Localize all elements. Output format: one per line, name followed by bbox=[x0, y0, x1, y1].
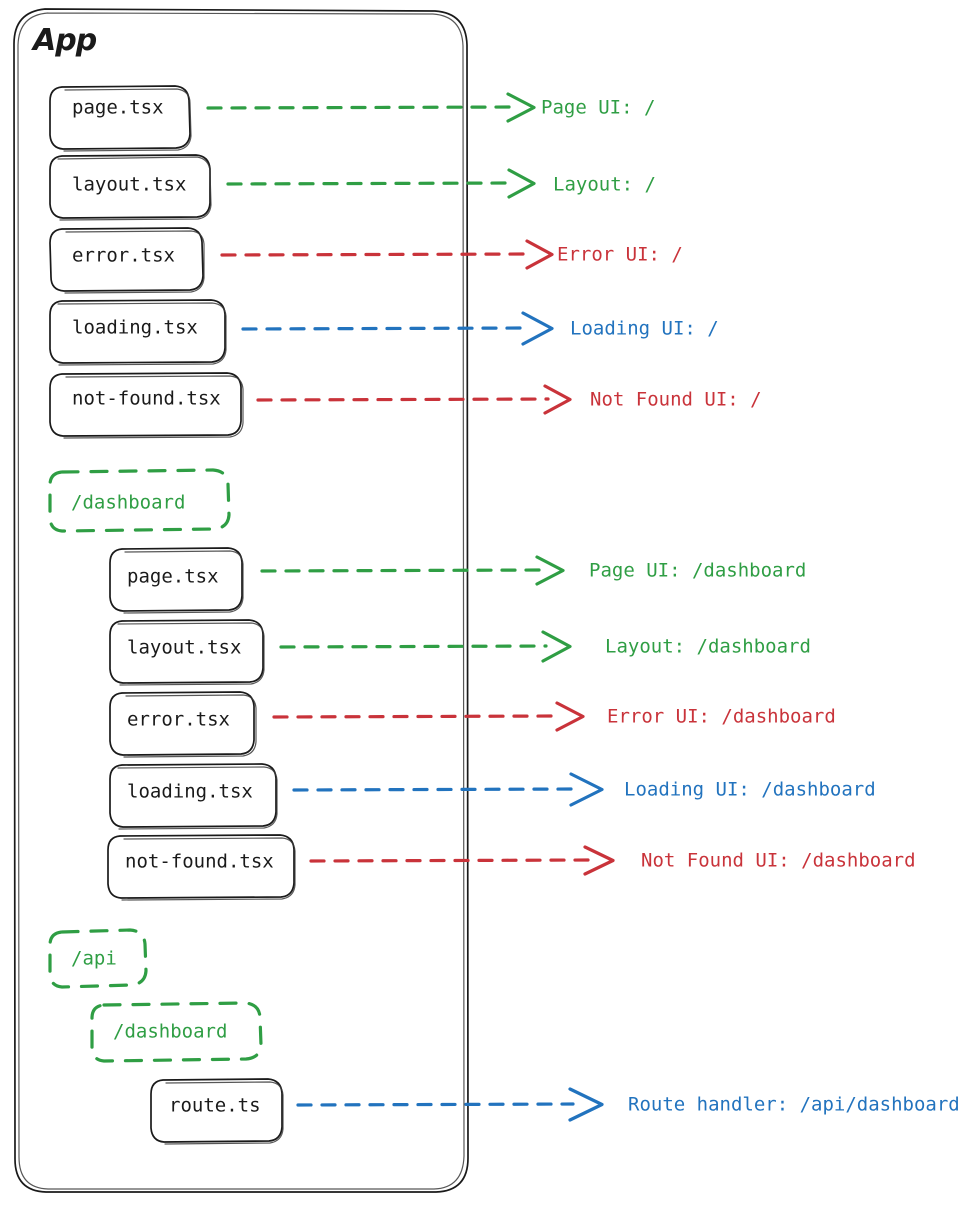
file-label-page-root: page.tsx bbox=[72, 96, 164, 119]
file-label-layout-root: layout.tsx bbox=[72, 173, 187, 196]
arrow-error-root bbox=[220, 239, 554, 270]
file-label-page-dashboard: page.tsx bbox=[127, 565, 219, 588]
file-label-route-ts: route.ts bbox=[169, 1094, 261, 1117]
file-label-error-dashboard: error.tsx bbox=[127, 708, 230, 731]
arrow-layout-root bbox=[226, 168, 536, 199]
edge-label-page-dashboard: Page UI: /dashboard bbox=[589, 559, 807, 582]
file-label-layout-dashboard: layout.tsx bbox=[127, 636, 242, 659]
arrow-not-found-dashboard bbox=[309, 845, 615, 876]
edge-label-loading-root: Loading UI: / bbox=[570, 317, 719, 340]
group-label-api: /api bbox=[71, 947, 117, 970]
arrow-route-handler bbox=[296, 1087, 604, 1122]
arrow-error-dashboard bbox=[272, 701, 585, 732]
group-label-api-dashboard: /dashboard bbox=[113, 1020, 228, 1043]
group-label-dashboard: /dashboard bbox=[71, 491, 186, 514]
edge-label-layout-dashboard: Layout: /dashboard bbox=[605, 635, 811, 658]
edge-label-not-found-root: Not Found UI: / bbox=[590, 388, 762, 411]
arrow-not-found-root bbox=[256, 384, 572, 415]
file-label-error-root: error.tsx bbox=[72, 244, 175, 267]
file-label-loading-root: loading.tsx bbox=[72, 316, 198, 339]
arrow-loading-dashboard bbox=[292, 772, 604, 807]
edge-label-error-dashboard: Error UI: /dashboard bbox=[607, 705, 836, 728]
app-container-title: App bbox=[33, 23, 97, 58]
file-label-loading-dashboard: loading.tsx bbox=[127, 780, 253, 803]
file-label-not-found-dashboard: not-found.tsx bbox=[125, 850, 274, 873]
edge-label-page-root: Page UI: / bbox=[541, 96, 656, 119]
file-label-not-found-root: not-found.tsx bbox=[72, 387, 221, 410]
edge-label-layout-root: Layout: / bbox=[553, 173, 656, 196]
arrow-layout-dashboard bbox=[279, 630, 572, 663]
edge-label-not-found-dashboard: Not Found UI: /dashboard bbox=[641, 849, 916, 872]
arrow-page-dashboard bbox=[260, 555, 565, 586]
arrow-loading-root bbox=[241, 311, 554, 346]
arrow-page-root bbox=[206, 92, 536, 123]
edge-label-loading-dashboard: Loading UI: /dashboard bbox=[624, 778, 876, 801]
edge-label-error-root: Error UI: / bbox=[557, 243, 683, 266]
edge-label-route-handler: Route handler: /api/dashboard bbox=[628, 1093, 960, 1116]
